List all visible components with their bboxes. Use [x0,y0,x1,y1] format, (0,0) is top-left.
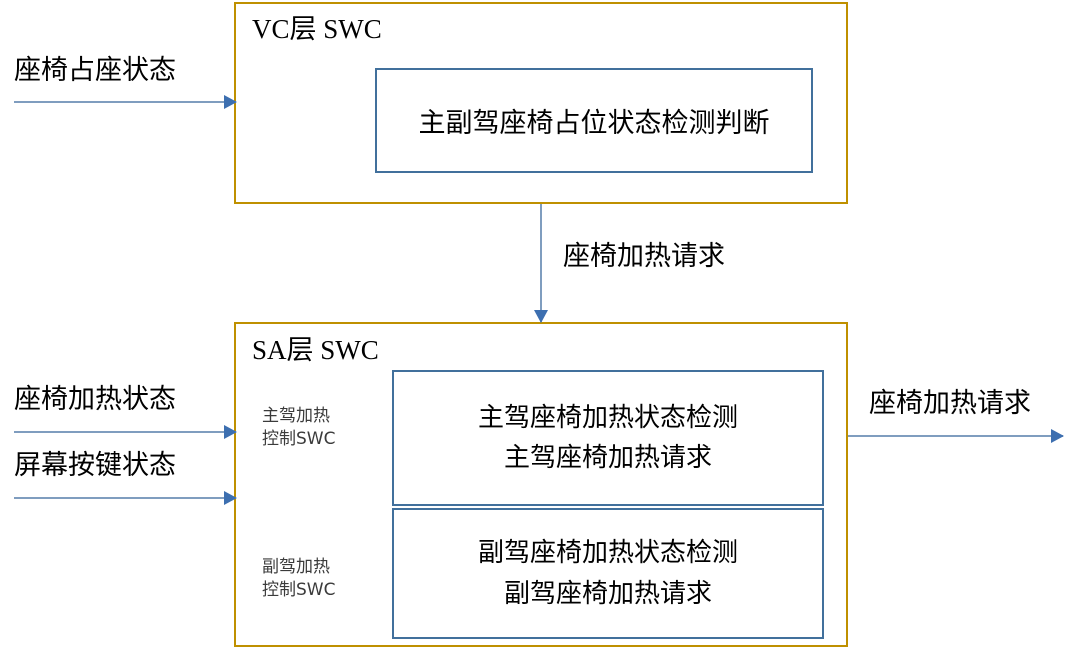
signal-label-seat-occupancy-state: 座椅占座状态 [14,55,176,86]
passenger-heat-control-swc-label-line-1: 副驾加热 [262,557,330,577]
sa-driver-heating-line-1: 主驾座椅加热状态检测 [477,402,738,433]
signal-label-seat-heating-request-output: 座椅加热请求 [869,388,1031,419]
sa-passenger-heating-box: 副驾座椅加热状态检测 副驾座椅加热请求 [392,508,824,639]
driver-heat-control-swc-label: 主驾加热 控制SWC [262,405,335,451]
arrow-seat-occupancy-to-vc [14,95,237,109]
arrow-seat-heating-state-to-sa [14,425,237,439]
signal-label-seat-heating-request-middle: 座椅加热请求 [563,241,725,272]
arrow-screen-key-state-to-sa [14,491,237,505]
sa-driver-heating-box: 主驾座椅加热状态检测 主驾座椅加热请求 [392,370,824,506]
vc-occupancy-detect-box: 主副驾座椅占位状态检测判断 [375,68,813,173]
arrow-vc-to-sa-heating-request [534,204,548,323]
signal-label-screen-key-state: 屏幕按键状态 [14,450,176,481]
sa-passenger-heating-line-1: 副驾座椅加热状态检测 [477,538,738,569]
sa-passenger-heating-line-2: 副驾座椅加热请求 [503,578,712,609]
vc-occupancy-detect-line-1: 主副驾座椅占位状态检测判断 [418,108,770,139]
sa-driver-heating-line-2: 主驾座椅加热请求 [503,443,712,473]
driver-heat-control-swc-label-line-2: 控制SWC [262,428,336,449]
driver-heat-control-swc-label-line-1: 主驾加热 [262,406,330,426]
signal-label-seat-heating-state: 座椅加热状态 [14,384,176,415]
sa-layer-title: SA层 SWC [252,335,379,365]
arrow-sa-to-seat-heating-request-output [848,429,1064,443]
passenger-heat-control-swc-label-line-2: 控制SWC [262,579,336,600]
passenger-heat-control-swc-label: 副驾加热 控制SWC [262,556,335,602]
vc-layer-title: VC层 SWC [252,14,382,44]
